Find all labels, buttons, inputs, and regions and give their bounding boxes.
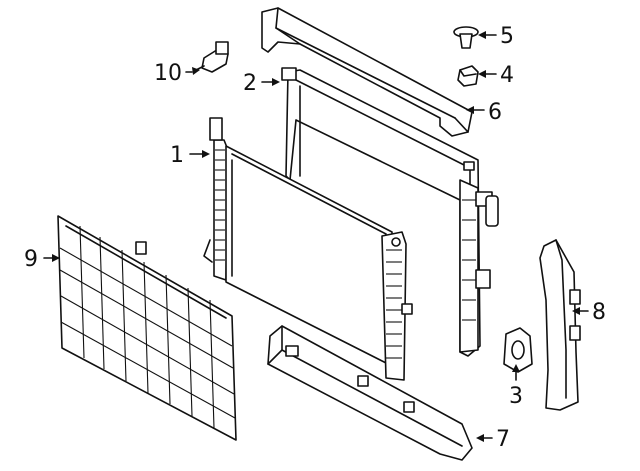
callout-3: 3 — [509, 384, 523, 409]
callout-6: 6 — [488, 100, 502, 125]
part-9-grille-screen[interactable] — [57, 215, 237, 441]
callout-4: 4 — [500, 63, 514, 88]
callout-2: 2 — [243, 71, 257, 96]
part-8-side-seal[interactable] — [539, 239, 581, 411]
callout-5: 5 — [500, 24, 514, 49]
radiator-right-tank-ribs — [386, 249, 402, 359]
part-2-condenser[interactable] — [281, 67, 499, 357]
callout-leaders — [43, 31, 589, 442]
radiator-left-tank-ribs — [215, 149, 225, 261]
callout-10: 10 — [154, 61, 182, 86]
callout-1: 1 — [170, 143, 184, 168]
part-1-radiator[interactable] — [203, 117, 413, 381]
callout-9: 9 — [24, 247, 38, 272]
callout-7: 7 — [496, 427, 510, 452]
part-10-sensor[interactable] — [195, 41, 229, 73]
part-6-upper-deflector[interactable] — [261, 7, 473, 137]
part-7-lower-deflector[interactable] — [267, 325, 473, 461]
condenser-tank-ribs — [462, 199, 476, 321]
grille-mesh — [59, 225, 236, 429]
part-4-clip[interactable] — [457, 65, 479, 87]
part-3-mount-bushing[interactable] — [503, 327, 533, 373]
callout-labels: 1 2 3 4 5 6 7 8 9 10 — [24, 24, 606, 452]
callout-8: 8 — [592, 300, 606, 325]
part-5-push-pin[interactable] — [453, 26, 479, 49]
